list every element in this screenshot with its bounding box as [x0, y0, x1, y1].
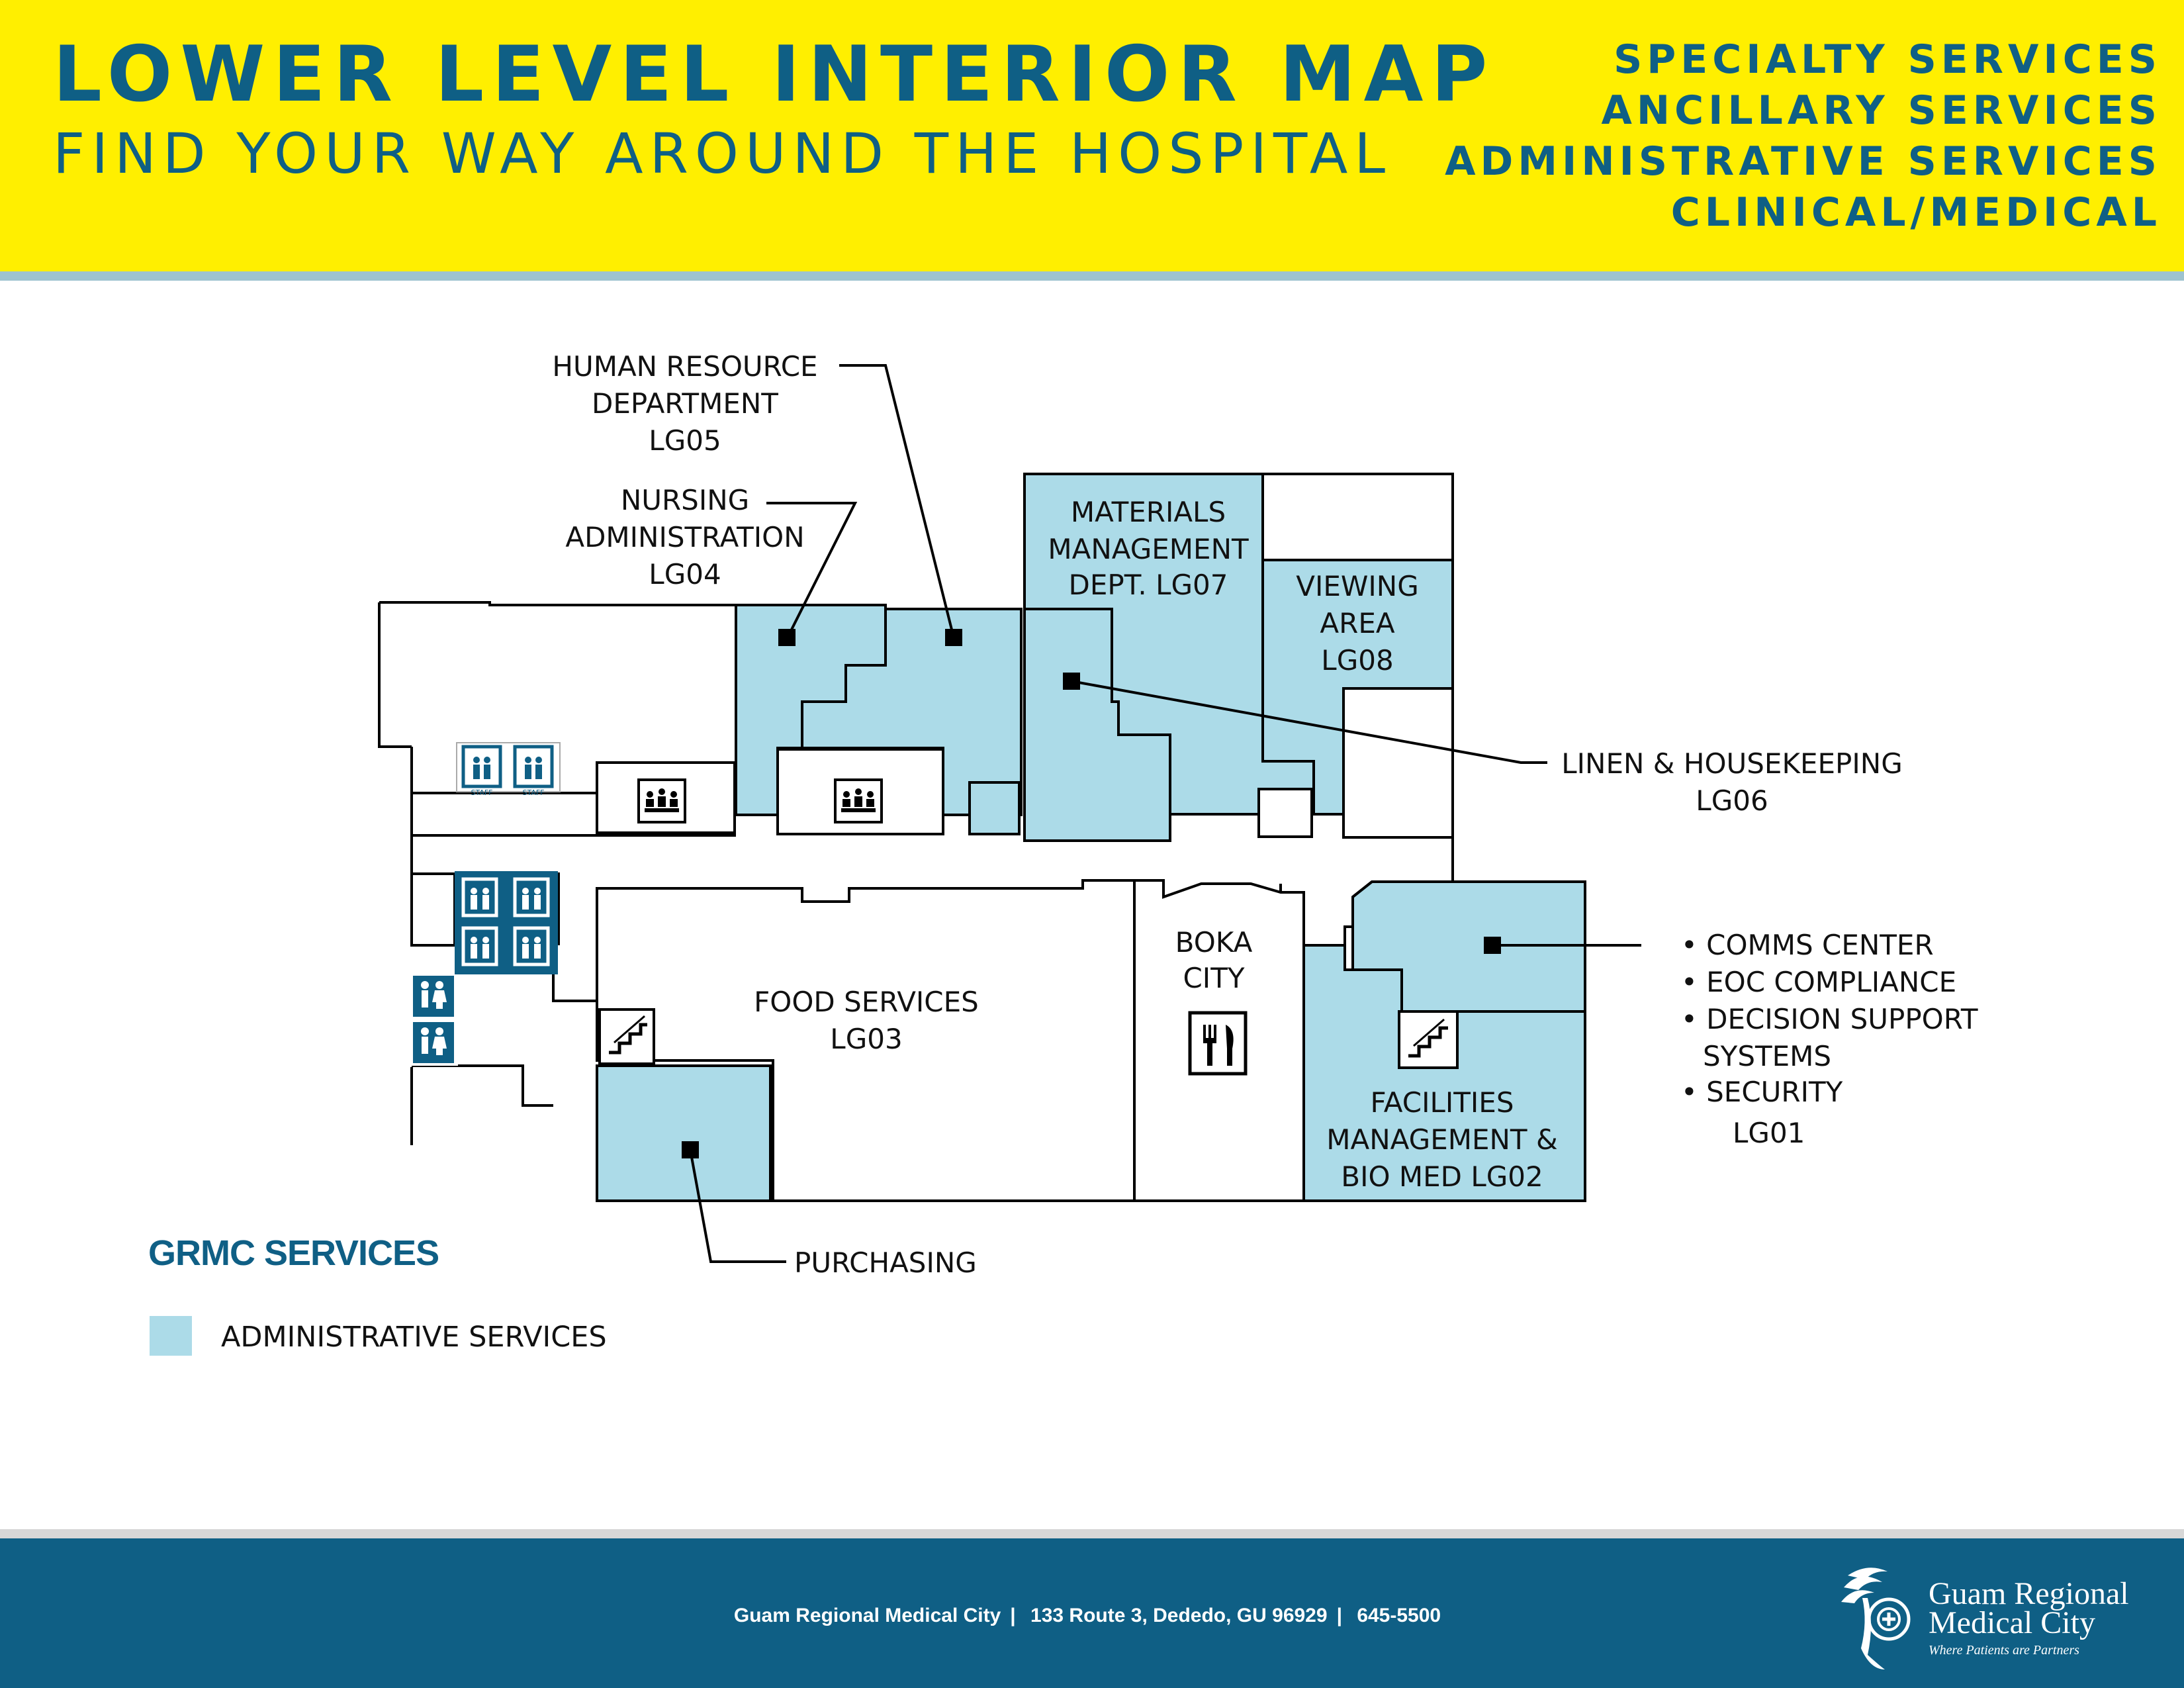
footer-address: 133 Route 3, Dededo, GU 96929 [1030, 1605, 1328, 1626]
elevator-bank [455, 871, 558, 974]
elevator-icon [461, 877, 498, 917]
label-lg01-item3: • DECISION SUPPORT [1681, 1003, 1978, 1035]
grmc-logo[interactable]: Guam Regional Medical City Where Patient… [1821, 1556, 2165, 1675]
label-materials-line2: MANAGEMENT [1048, 533, 1249, 565]
meeting-room-icon [834, 778, 883, 823]
room-small-white [1257, 788, 1313, 838]
label-hr-line1: HUMAN RESOURCE [552, 350, 817, 383]
logo-name: Guam Regional Medical City [1929, 1576, 2129, 1640]
room-purchasing [596, 1064, 772, 1202]
category-specialty[interactable]: SPECIALTY SERVICES [1614, 36, 2161, 83]
label-viewing-code: LG08 [1321, 644, 1393, 677]
svg-text:STAFF: STAFF [522, 788, 544, 797]
footer-sep: | [1010, 1605, 1016, 1626]
label-hr-code: LG05 [649, 424, 721, 457]
label-boka-line2: CITY [1183, 962, 1244, 994]
label-food-code: LG03 [830, 1023, 902, 1055]
page-subtitle: FIND YOUR WAY AROUND THE HOSPITAL [53, 121, 1392, 186]
label-purchasing: PURCHASING [794, 1246, 977, 1279]
label-linen-line1: LINEN & HOUSEKEEPING [1561, 747, 1902, 780]
logo-line1: Guam Regional [1929, 1576, 2129, 1611]
leader-lines [689, 364, 1641, 1263]
label-facilities-line2: MANAGEMENT & [1326, 1123, 1557, 1156]
stairs-icon [1398, 1010, 1459, 1069]
footer-contact: Guam Regional Medical City | 133 Route 3,… [0, 1605, 2184, 1627]
label-linen-code: LG06 [1696, 784, 1768, 817]
fork-knife-icon [1188, 1011, 1248, 1076]
header-divider [0, 271, 2184, 281]
label-lg01-item3b: SYSTEMS [1703, 1040, 1831, 1072]
page-title: LOWER LEVEL INTERIOR MAP [53, 30, 1496, 119]
footer-sep: | [1336, 1605, 1342, 1626]
legend-label-admin: ADMINISTRATIVE SERVICES [221, 1321, 607, 1354]
logo-tagline: Where Patients are Partners [1929, 1643, 2079, 1658]
legend-title: GRMC SERVICES [148, 1233, 439, 1273]
footer-divider [0, 1529, 2184, 1538]
staff-elevator-group: STAFF STAFF [456, 742, 561, 797]
label-hr-line2: DEPARTMENT [592, 387, 778, 420]
label-viewing-line2: AREA [1320, 607, 1394, 639]
accessible-restroom-icon [421, 1027, 447, 1055]
label-nursing-code: LG04 [649, 558, 721, 590]
staff-elevator-icon: STAFF [513, 745, 554, 797]
label-food-line1: FOOD SERVICES [754, 986, 979, 1018]
staff-elevator-icon: STAFF [461, 745, 502, 797]
room-linen-annex [1342, 687, 1454, 839]
room-labels: HUMAN RESOURCE DEPARTMENT LG05 NURSING A… [552, 350, 1978, 1279]
admin-areas [596, 473, 1586, 1202]
elevator-icon [513, 926, 550, 966]
room-lg01 [1351, 880, 1586, 1013]
logo-line2: Medical City [1929, 1605, 2095, 1640]
restroom-group [412, 974, 458, 1066]
label-lg01-item4: • SECURITY [1681, 1076, 1843, 1108]
label-lg01-item2: • EOC COMPLIANCE [1681, 966, 1956, 998]
label-lg01-item1: • COMMS CENTER [1681, 929, 1934, 961]
category-clinical[interactable]: CLINICAL/MEDICAL [1670, 189, 2161, 236]
label-lg01-code: LG01 [1733, 1117, 1805, 1149]
footer-phone[interactable]: 645-5500 [1357, 1605, 1441, 1626]
service-category-list: SPECIALTY SERVICES ANCILLARY SERVICES AD… [1445, 34, 2161, 238]
elevator-icon [513, 877, 550, 917]
header-banner [0, 0, 2184, 271]
room-top-right-empty [1261, 473, 1454, 561]
label-materials-line3: DEPT. LG07 [1069, 569, 1228, 601]
label-boka-line1: BOKA [1175, 926, 1253, 959]
category-administrative[interactable]: ADMINISTRATIVE SERVICES [1445, 138, 2161, 185]
meeting-room-icon [637, 778, 686, 823]
stairs-icon [598, 1008, 655, 1065]
label-facilities-line1: FACILITIES [1370, 1086, 1514, 1119]
label-facilities-line3: BIO MED LG02 [1341, 1160, 1543, 1193]
palm-tree-logo-icon [1841, 1568, 1911, 1669]
footer-bar [0, 1538, 2184, 1688]
legend-swatch-admin [150, 1316, 192, 1356]
footer-org: Guam Regional Medical City [733, 1605, 1001, 1626]
label-materials-line1: MATERIALS [1071, 496, 1226, 528]
elevator-icon [461, 926, 498, 966]
room-small-admin [968, 781, 1021, 835]
left-wing [410, 872, 1134, 1145]
label-viewing-line1: VIEWING [1296, 570, 1419, 602]
label-nursing-line1: NURSING [621, 484, 749, 516]
category-ancillary[interactable]: ANCILLARY SERVICES [1601, 87, 2161, 134]
marker-nursing [778, 629, 796, 646]
accessible-restroom-icon [421, 981, 447, 1009]
svg-text:STAFF: STAFF [471, 788, 492, 797]
label-nursing-line2: ADMINISTRATION [565, 521, 804, 553]
